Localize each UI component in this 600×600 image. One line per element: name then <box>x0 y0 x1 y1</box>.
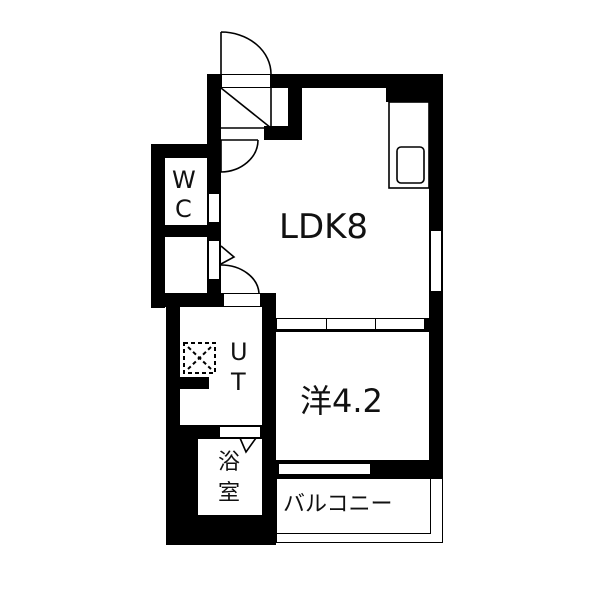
window-western-balcony <box>278 463 371 475</box>
balcony-inner <box>276 478 431 534</box>
room-label-ut-2: T <box>231 368 246 396</box>
room-label-wc-2: C <box>175 195 192 223</box>
shoe-cabinet-icon <box>220 87 272 129</box>
ut-door-swing-icon <box>220 264 260 294</box>
room-label-ut-1: U <box>230 338 248 366</box>
window-bath-top <box>219 426 261 438</box>
window-wc <box>208 193 220 223</box>
room-label-bath-1: 浴 <box>218 450 241 475</box>
room-label-balcony: バルコニー <box>283 492 393 517</box>
kitchen-counter-icon <box>388 101 430 189</box>
washing-machine-icon <box>183 342 216 374</box>
room-label-wc-1: W <box>172 166 196 194</box>
sliding-door-western-3 <box>375 318 425 330</box>
wall-wc-bottom <box>151 225 221 237</box>
window-ldk-right <box>430 230 442 292</box>
wall-ut-stub <box>180 377 209 389</box>
window-storage <box>208 240 220 280</box>
wall-entrance-left <box>207 74 221 154</box>
hall-door-swing-icon <box>220 139 259 173</box>
wall-entrance-bottom <box>264 126 302 140</box>
room-label-western: 洋4.2 <box>300 382 383 420</box>
bath-door-marker-icon <box>239 437 257 454</box>
wall-wc-top <box>151 144 221 158</box>
window-entrance-top <box>221 74 271 88</box>
wall-bottom <box>166 515 276 545</box>
kitchen-sink-icon <box>396 146 425 184</box>
storage-door-marker-icon <box>220 245 236 265</box>
room-label-bath-2: 室 <box>218 481 241 506</box>
wall-ut-right <box>262 293 276 545</box>
window-ut-top <box>223 293 261 307</box>
room-label-ldk: LDK8 <box>279 207 369 247</box>
balcony-outline <box>276 478 443 543</box>
entrance-door-swing-icon <box>220 31 272 75</box>
